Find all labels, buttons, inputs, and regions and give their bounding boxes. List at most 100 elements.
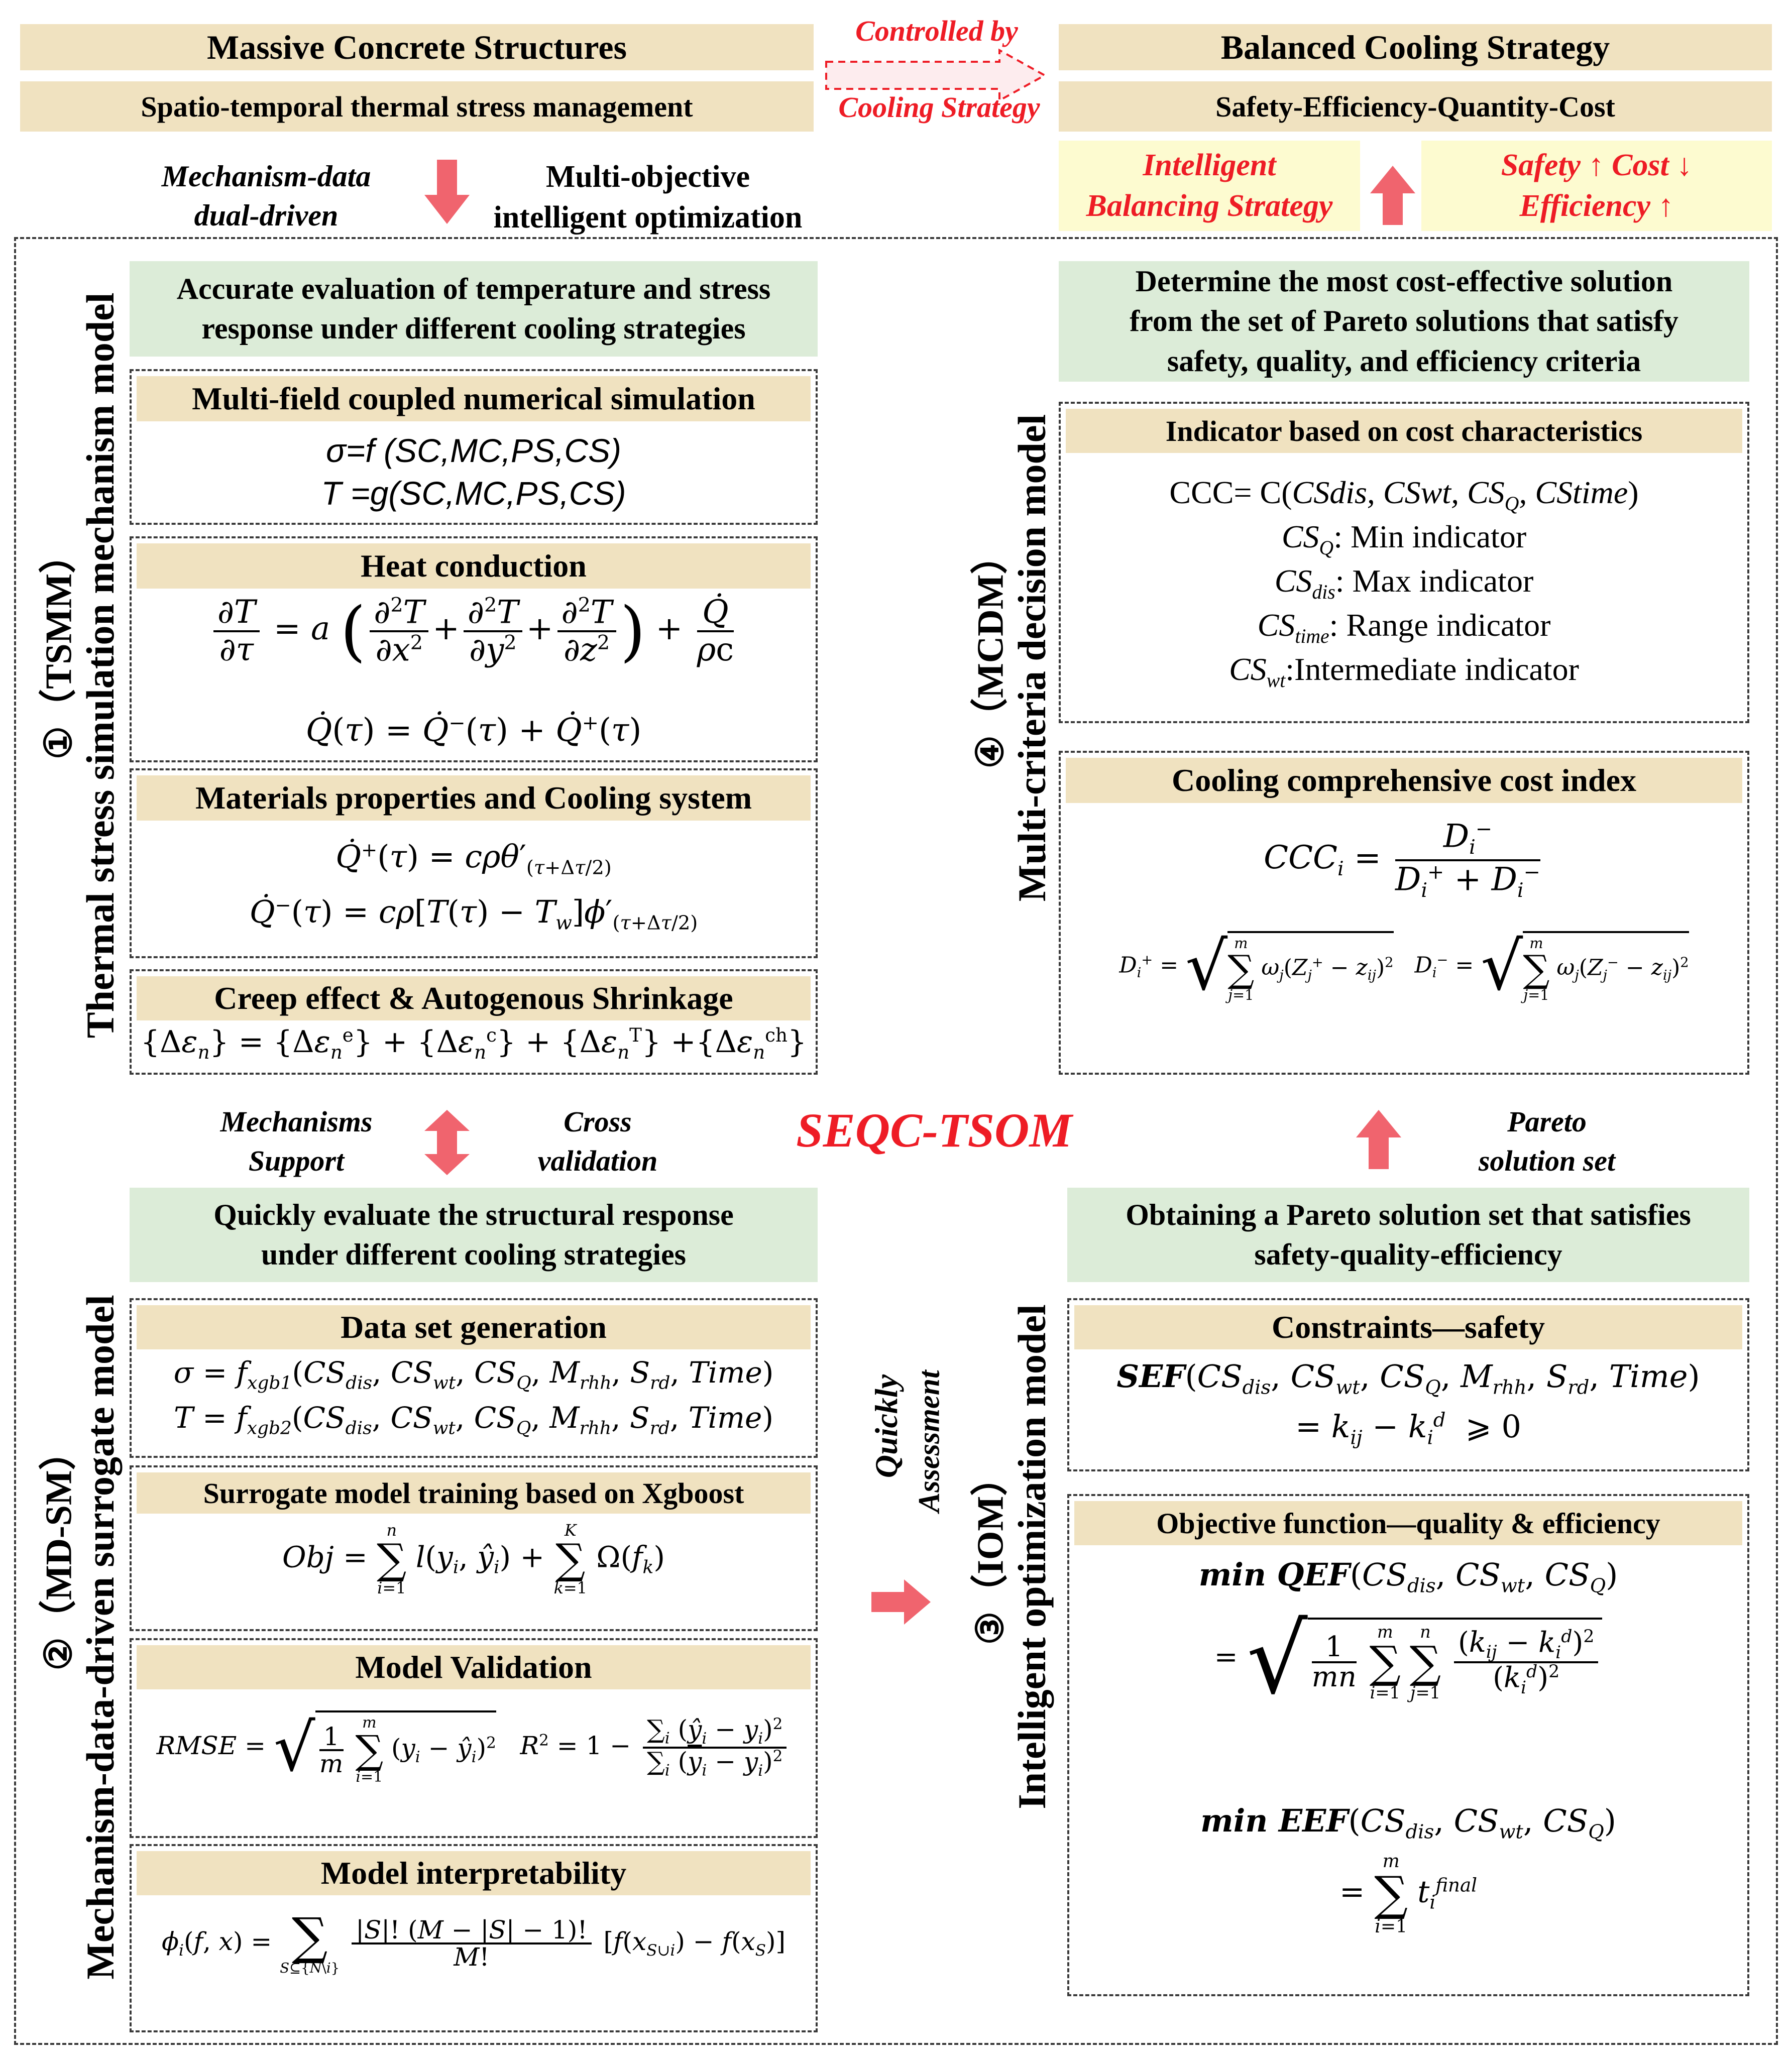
mcdm-green-line1: Determine the most cost-effective soluti… <box>1135 265 1673 298</box>
controlled-by-arrow <box>825 48 1047 102</box>
title-massive-concrete: Massive Concrete Structures <box>20 24 814 70</box>
constraints-box: Constraints—safety SEF(CSdis, CSwt, CSQ,… <box>1067 1298 1749 1471</box>
iom-green-line2: safety-quality-efficiency <box>1254 1238 1562 1271</box>
mcdm-green-box: Determine the most cost-effective soluti… <box>1059 261 1749 382</box>
multi-objective-line1: Multi-objective <box>545 160 750 194</box>
indicator-dis-sub: dis <box>1312 581 1335 603</box>
multi-field-box: Multi-field coupled numerical simulation… <box>130 369 818 525</box>
subtitle-thermal-stress-mgmt: Spatio-temporal thermal stress managemen… <box>20 81 814 132</box>
indicator-time: CStime: Range indicator <box>1061 607 1747 648</box>
mechanisms-support-label: Mechanisms Support <box>181 1102 412 1181</box>
indicator-wt: CSwt:Intermediate indicator <box>1061 651 1747 692</box>
iom-green-box: Obtaining a Pareto solution set that sat… <box>1067 1188 1749 1282</box>
indicator-dis-sym: CS <box>1274 563 1312 599</box>
indicator-q-sub: Q <box>1319 536 1334 559</box>
safety-cost-line1: Safety ↑ Cost ↓ <box>1501 148 1693 183</box>
interpretability-box: Model interpretability ϕi(f, x) = ∑S⊆{N\… <box>130 1844 818 2032</box>
mechanisms-line1: Mechanisms <box>220 1105 373 1138</box>
objective-box: Objective function—quality & efficiency … <box>1067 1494 1749 1996</box>
intelligent-balancing-line1: Intelligent <box>1143 148 1276 183</box>
tsmm-green-line1: Accurate evaluation of temperature and s… <box>176 272 771 305</box>
mdsm-vlabel-num: ②（MD-SM） <box>38 1433 80 1671</box>
safety-cost-line2: Efficiency ↑ <box>1519 189 1674 223</box>
outer-frame <box>14 237 1778 2045</box>
q-plus-equation: Q̇+(τ) = cρθ′(τ+Δτ/2) <box>335 838 612 879</box>
interpretability-title: Model interpretability <box>320 1855 627 1891</box>
q-sum-equation: Q̇(τ) = Q̇−(τ) + Q̇+(τ) <box>305 712 642 749</box>
assessment-label: Assessment <box>912 1370 946 1513</box>
pareto-line2: solution set <box>1478 1145 1616 1178</box>
iom-vlabel-text: Intelligent optimization model <box>1010 1304 1054 1809</box>
right-arrow-icon <box>871 1579 931 1625</box>
heat-conduction-header: Heat conduction <box>137 543 811 589</box>
sigma-eq: σ=f (SC,MC,PS,CS) <box>325 432 622 469</box>
ccc-index-box: Cooling comprehensive cost index CCCi = … <box>1059 751 1749 1075</box>
mcdm-vertical-label: Multi-criteria decision model <box>1010 414 1055 901</box>
mdsm-green-line1: Quickly evaluate the structural response <box>213 1198 734 1231</box>
cross-validation-label: Cross validation <box>502 1102 693 1181</box>
min-qef-label: min QEF <box>1198 1556 1350 1593</box>
title-massive-concrete-text: Massive Concrete Structures <box>207 28 627 66</box>
mcdm-green-line2: from the set of Pareto solutions that sa… <box>1130 304 1678 338</box>
interpretability-header: Model interpretability <box>137 1851 811 1895</box>
tsmm-green-line2: response under different cooling strateg… <box>201 312 746 345</box>
materials-title: Materials properties and Cooling system <box>195 780 752 816</box>
indicator-header: Indicator based on cost characteristics <box>1066 409 1742 453</box>
multi-objective-line2: intelligent optimization <box>493 200 803 235</box>
tsmm-green-box: Accurate evaluation of temperature and s… <box>130 261 818 357</box>
indicator-time-sub: time <box>1295 625 1329 647</box>
down-arrow-icon <box>424 160 470 224</box>
creep-header: Creep effect & Autogenous Shrinkage <box>137 976 811 1020</box>
xgb2-equation: T = fxgb2(CSdis, CSwt, CSQ, Mrhh, Srd, T… <box>174 1401 773 1439</box>
title-balanced-cooling: Balanced Cooling Strategy <box>1059 24 1772 70</box>
ccc-fraction-eq: CCCi = Di−Di+ + Di− <box>1264 818 1540 902</box>
d-distance-eq: Di+ = √ m∑j=1 ωj(Zj+ − zij)2 Di− = √ m∑j… <box>1119 928 1689 1005</box>
mcdm-vlabel-text: Multi-criteria decision model <box>1010 414 1054 902</box>
indicator-time-text: : Range indicator <box>1329 607 1551 643</box>
xgboost-box: Surrogate model training based on Xgboos… <box>130 1465 818 1631</box>
safety-cost-box: Safety ↑ Cost ↓ Efficiency ↑ <box>1421 141 1772 231</box>
eef-body-eq: = m∑i=1 tifinal <box>1339 1851 1478 1937</box>
mechanisms-line2: Support <box>248 1145 345 1178</box>
dataset-header: Data set generation <box>137 1305 811 1349</box>
cross-line2: validation <box>537 1145 658 1178</box>
dataset-title: Data set generation <box>341 1309 607 1345</box>
creep-box: Creep effect & Autogenous Shrinkage {Δεn… <box>130 969 818 1075</box>
mechanism-data-label: Mechanism-data dual-driven <box>126 157 407 235</box>
quickly-label: Quickly <box>868 1374 904 1478</box>
indicator-q-text: : Min indicator <box>1333 519 1527 554</box>
strain-equation: {Δεn} = {Δεne} + {Δεnc} + {ΔεnT} +{Δεnch… <box>140 1024 807 1063</box>
objective-title: Objective function—quality & efficiency <box>1156 1507 1660 1540</box>
xgb1-equation: σ = fxgb1(CSdis, CSwt, CSQ, Mrhh, Srd, T… <box>173 1355 774 1394</box>
heat-equation: ∂T∂τ = a (∂2T∂x2+∂2T∂y2+∂2T∂z2) + Q̇ρc <box>132 594 816 667</box>
subtitle-thermal-stress-mgmt-text: Spatio-temporal thermal stress managemen… <box>141 90 693 123</box>
objective-equation: Obj = n∑i=1 l(yi, ŷi) + K∑k=1 Ω(fk) <box>282 1521 665 1597</box>
intelligent-balancing-line2: Balancing Strategy <box>1086 189 1333 223</box>
heat-conduction-title: Heat conduction <box>361 548 587 584</box>
indicator-wt-text: :Intermediate indicator <box>1285 651 1579 687</box>
subtitle-seqc: Safety-Efficiency-Quantity-Cost <box>1059 81 1772 132</box>
title-balanced-cooling-text: Balanced Cooling Strategy <box>1220 28 1610 66</box>
sef-constraint: = kij − kid ⩾ 0 <box>1295 1408 1521 1449</box>
shap-equation: ϕi(f, x) = ∑S⊆{N\i} |S|! (M − |S| − 1)!M… <box>161 1907 786 1976</box>
up-arrow-icon <box>1370 166 1415 225</box>
intelligent-balancing-box: Intelligent Balancing Strategy <box>1059 141 1360 231</box>
indicator-q-sym: CS <box>1281 519 1319 554</box>
t-eq: T =g(SC,MC,PS,CS) <box>321 475 626 512</box>
ccc-definition: CCC= C(CSdis, CSwt, CSQ, CStime) <box>1169 475 1639 515</box>
pareto-line1: Pareto <box>1507 1105 1587 1138</box>
heat-conduction-box: Heat conduction ∂T∂τ = a (∂2T∂x2+∂2T∂y2+… <box>130 536 818 762</box>
qef-header-eq: min QEF(CSdis, CSwt, CSQ) <box>1198 1556 1618 1597</box>
tsmm-vertical-label: Thermal stress simulation mechanism mode… <box>78 293 123 1039</box>
mdsm-green-line2: under different cooling strategies <box>261 1238 686 1271</box>
mdsm-vertical-label: Mechanism-data-driven surrogate model <box>78 1295 123 1979</box>
multi-field-title: Multi-field coupled numerical simulation <box>192 381 755 416</box>
cross-line1: Cross <box>564 1105 632 1138</box>
ccc-index-title: Cooling comprehensive cost index <box>1171 762 1637 798</box>
indicator-q: CSQ: Min indicator <box>1061 518 1747 559</box>
eef-header-eq: min EEF(CSdis, CSwt, CSQ) <box>1200 1802 1616 1844</box>
tsmm-vlabel-num: ①（TSMM） <box>38 536 80 760</box>
indicator-dis-text: : Max indicator <box>1335 563 1534 599</box>
